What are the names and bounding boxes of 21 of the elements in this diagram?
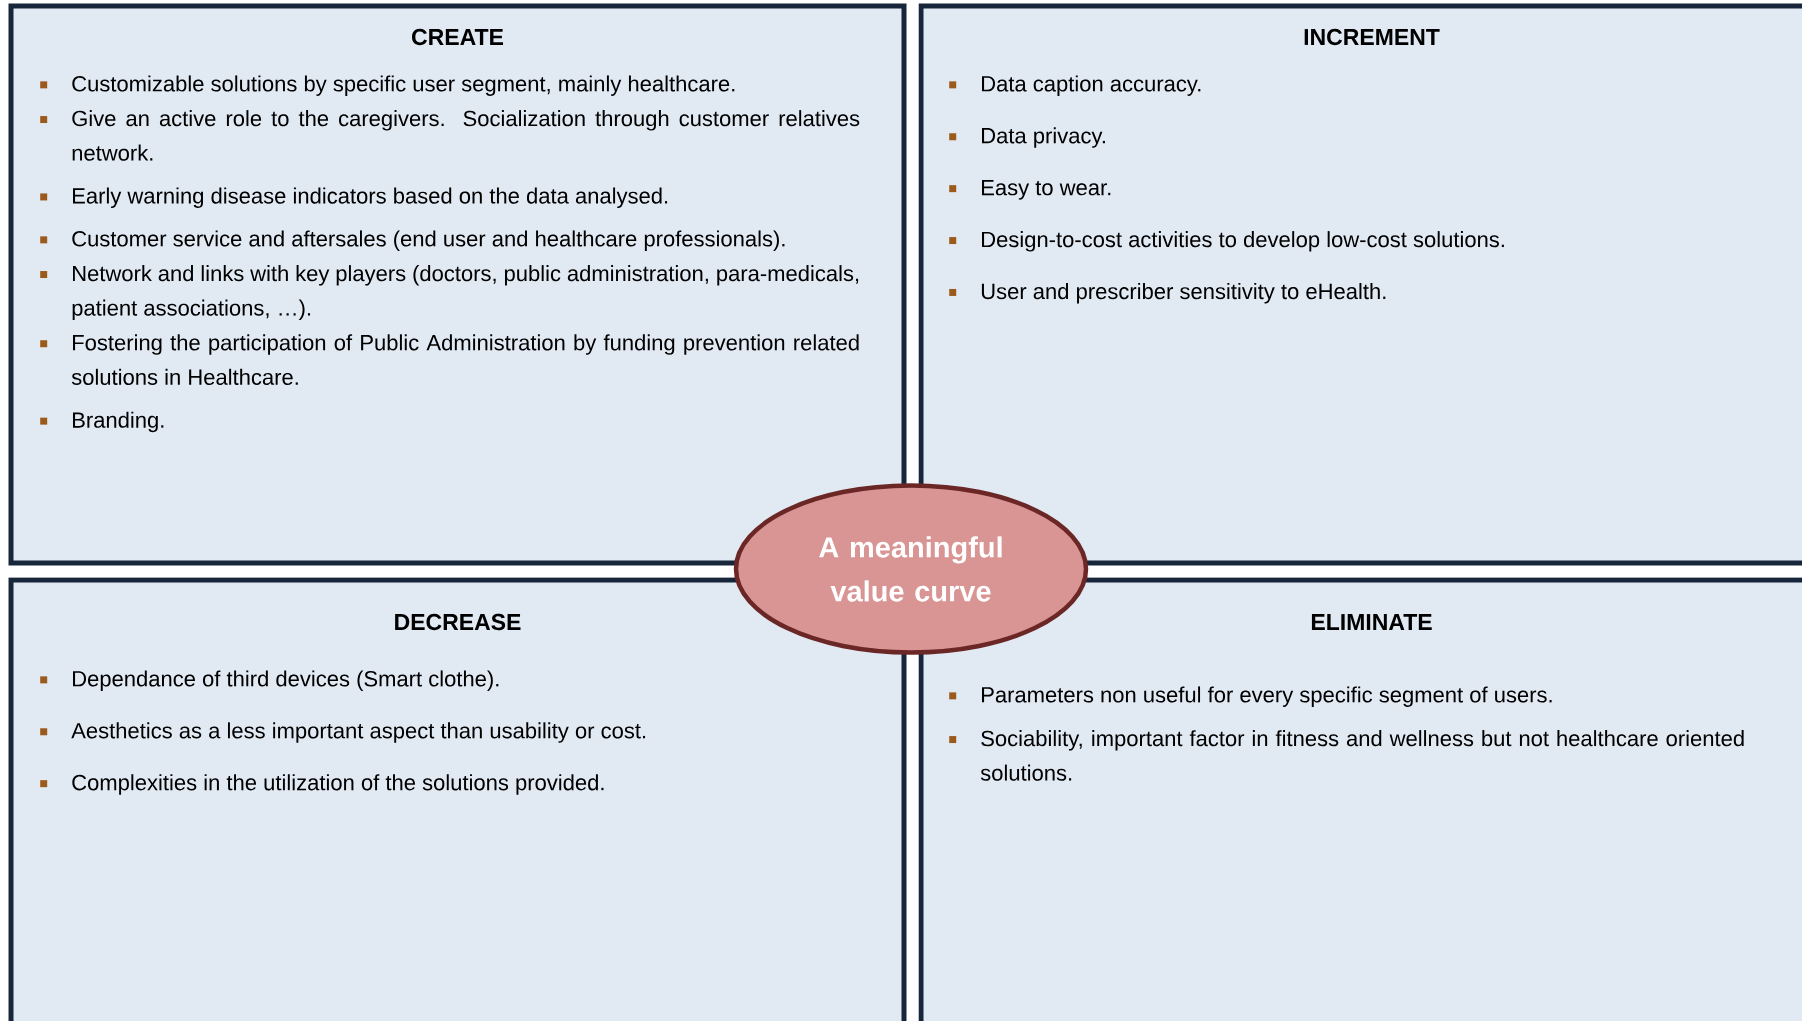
bullet-item: Design-to-cost activities to develop low-cost solutions.	[949, 231, 1504, 252]
bullet-item: Fostering the participation of Public Administration by funding prevention related solutions in Healthcare.	[40, 334, 859, 385]
bullet-item: Network and links with key players (doctors, public administration, para-medicals, patient associations, …).	[40, 265, 859, 321]
bullet-item: Aesthetics as a less important aspect than usability or cost.	[40, 722, 646, 743]
bullet-item: Data privacy.	[949, 127, 1105, 148]
quadrant-heading: ELIMINATE	[1311, 614, 1432, 630]
bullet-item: Complexities in the utilization of the solutions provided.	[40, 774, 604, 795]
bullet-item: Customizable solutions by specific user segment, mainly healthcare.	[40, 75, 735, 96]
bullet-item: Easy to wear.	[949, 180, 1111, 200]
quadrant-heading: DECREASE	[395, 613, 521, 631]
bullet-item: Parameters non useful for every specific segment of users.	[949, 686, 1552, 707]
bullet-item: Early warning disease indicators based on the data analysed.	[40, 187, 668, 208]
bullet-item: User and prescriber sensitivity to eHealth.	[949, 283, 1386, 304]
bullet-item: Branding.	[40, 411, 164, 433]
bullet-item: Give an active role to the caregivers. Socialization through customer relatives network.	[40, 110, 860, 161]
quadrant-heading: CREATE	[412, 28, 504, 46]
bullet-item: Data caption accuracy.	[949, 75, 1201, 96]
bullet-item: Sociability, important factor in fitness and wellness but not healthcare oriented solutions.	[949, 730, 1744, 781]
quadrant-heading: INCREMENT	[1304, 28, 1440, 46]
bullet-item: Dependance of third devices (Smart clothe).	[40, 670, 499, 691]
bullet-item: Customer service and aftersales (end user and healthcare professionals).	[40, 230, 785, 251]
